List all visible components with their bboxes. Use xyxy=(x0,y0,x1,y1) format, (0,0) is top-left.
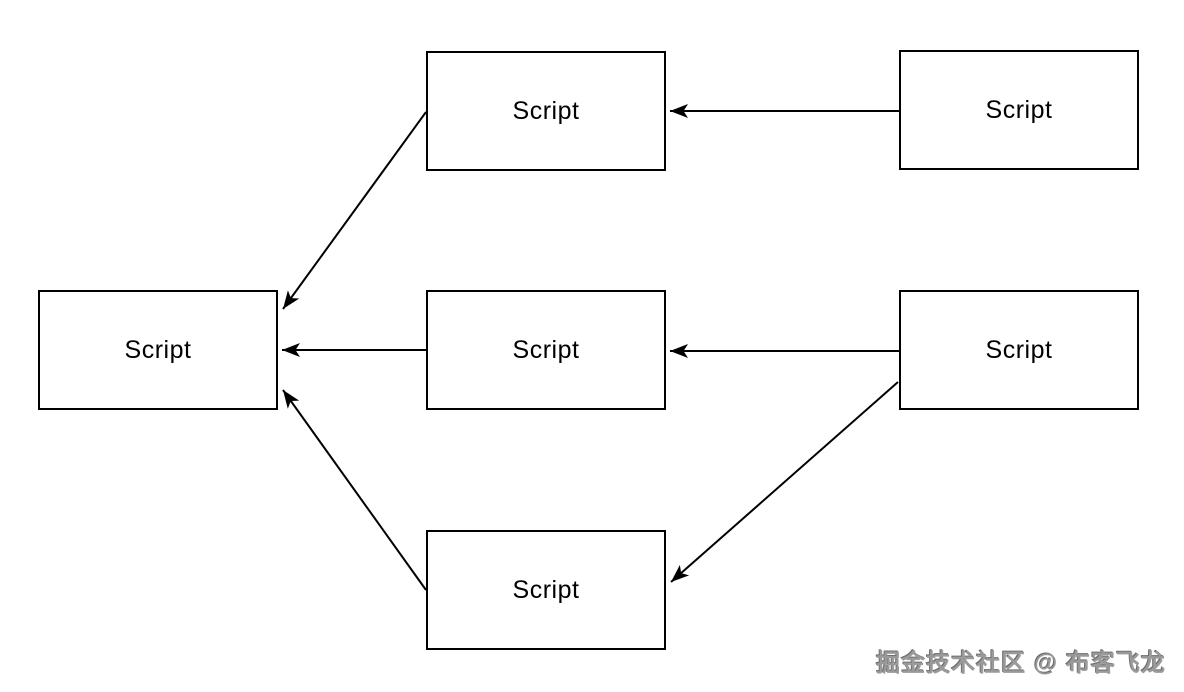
node-label: Script xyxy=(512,575,580,604)
node-script-middle: Script xyxy=(426,290,666,410)
node-script-bottom-middle: Script xyxy=(426,530,666,650)
arrow-bottom-middle-to-left xyxy=(282,389,427,591)
node-label: Script xyxy=(985,335,1053,364)
arrow-top-middle-to-left xyxy=(282,111,427,310)
watermark-text: 掘金技术社区 @ 布客飞龙 xyxy=(876,650,1166,677)
arrow-right-to-bottom-middle xyxy=(670,381,899,583)
node-label: Script xyxy=(985,95,1053,124)
node-label: Script xyxy=(124,335,192,364)
node-label: Script xyxy=(512,335,580,364)
node-script-top-right: Script xyxy=(899,50,1139,170)
node-script-left: Script xyxy=(38,290,278,410)
node-label: Script xyxy=(512,96,580,125)
node-script-right: Script xyxy=(899,290,1139,410)
node-script-top-middle: Script xyxy=(426,51,666,171)
